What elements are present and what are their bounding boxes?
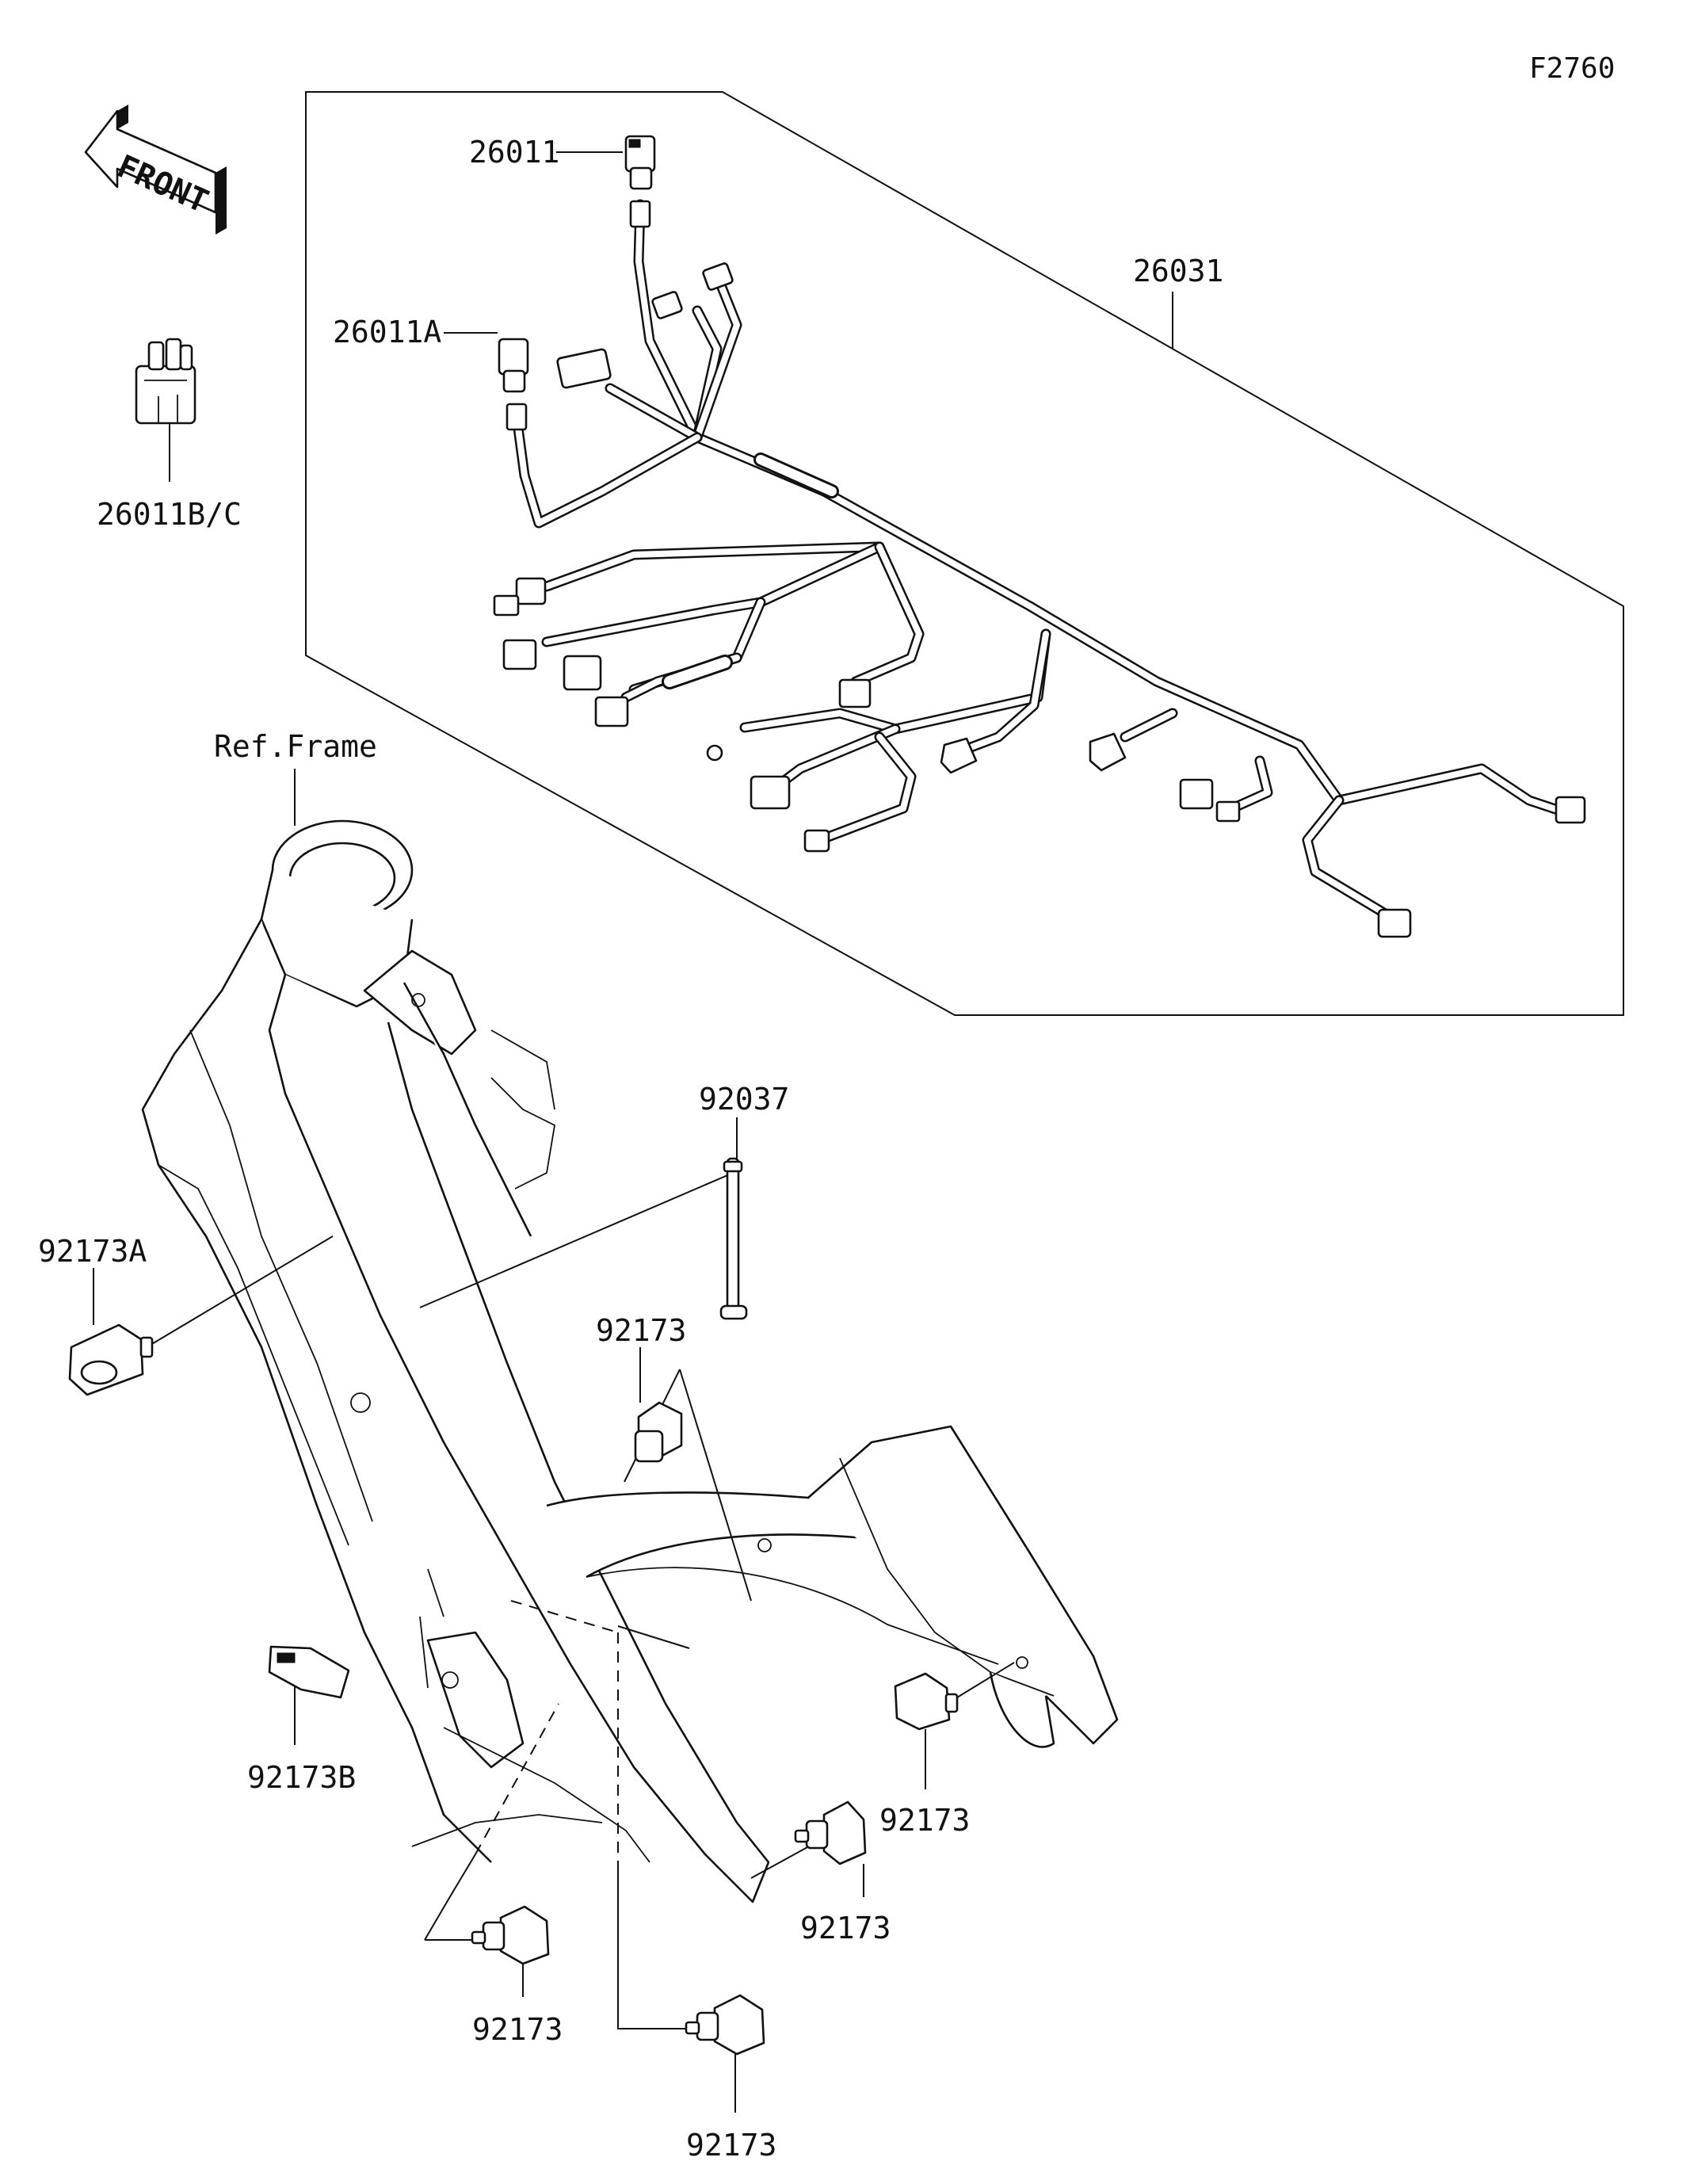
figure-code: F2760: [1529, 52, 1615, 85]
label-ref-frame: Ref.Frame: [214, 729, 377, 764]
clamp-92037-icon: [719, 1117, 748, 1320]
clamp-92173-right-icon: [894, 1672, 959, 1789]
clamp-92173-center-icon: [794, 1800, 867, 1897]
label-92173-1: 92173: [596, 1313, 686, 1348]
label-26011a: 26011A: [333, 315, 441, 349]
label-26011bc: 26011B/C: [97, 497, 242, 532]
label-26011: 26011: [469, 135, 559, 170]
label-92173-2: 92173: [879, 1803, 970, 1838]
connector-26011a-icon: [498, 338, 529, 431]
clamp-92173-bottom-icon: [685, 1994, 765, 2113]
label-26031: 26031: [1133, 254, 1223, 288]
clamp-92173a-icon: [68, 1268, 154, 1396]
label-92173-5: 92173: [686, 2128, 776, 2163]
label-92173a: 92173A: [38, 1234, 147, 1269]
harness-kit-outline: [305, 91, 1624, 1016]
connector-26011bc-icon: [135, 338, 196, 482]
connector-26011-icon: [624, 135, 656, 228]
label-92173b: 92173B: [247, 1760, 356, 1795]
label-92173-3: 92173: [800, 1911, 891, 1945]
wiring-harness: [513, 199, 1570, 925]
clamp-92173-bottom-left-icon: [471, 1905, 550, 1997]
label-92037: 92037: [699, 1082, 789, 1117]
harness-connectors: [493, 135, 1586, 938]
motorcycle-frame: [141, 819, 1119, 1903]
label-92173-4: 92173: [472, 2012, 563, 2047]
front-arrow-icon: FRONT: [84, 105, 227, 235]
clamp-92173b-icon: [268, 1645, 350, 1745]
clamp-92173-top-icon: [634, 1347, 683, 1463]
